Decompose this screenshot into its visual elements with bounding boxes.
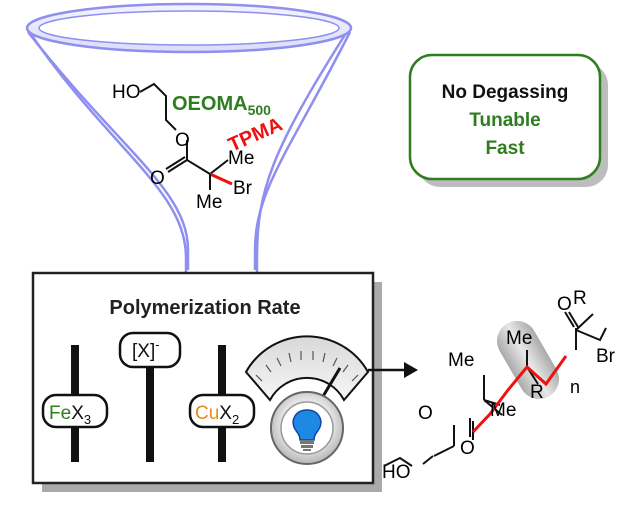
rate-panel: Polymerization Rate FeX3 [X]- CuX2 (31, 271, 382, 492)
funnel-body-left (26, 29, 188, 272)
product-gem-methyl-top: Me (448, 350, 474, 371)
funnel-body-right (255, 29, 350, 272)
funnel-rim-inner (38, 10, 340, 46)
monomer-label: OEOMA500 (172, 93, 271, 118)
funnel-body (27, 31, 352, 270)
product-ester-link-o-label: O (418, 403, 433, 424)
product-ester-r-label: R (573, 288, 587, 309)
initiator-carbonyl-o-label: O (150, 168, 165, 189)
copper-slider-knob[interactable] (188, 393, 256, 429)
halide-slider[interactable]: [X]- (118, 331, 182, 462)
initiator-structure: HO O O Me Br Me OEOMA500 TPMA (112, 82, 286, 213)
feature-fast: Fast (485, 138, 525, 159)
initiator-ester-o-label: O (175, 130, 190, 151)
product-bromo-label: Br (596, 346, 616, 367)
iron-slider-knob[interactable] (41, 393, 109, 429)
initiator-methyl-bottom-label: Me (196, 192, 222, 213)
copper-slider[interactable]: CuX2 (188, 345, 256, 462)
dial-ticks (255, 351, 359, 382)
copper-subscript: 2 (232, 412, 239, 427)
ligand-label: TPMA (225, 113, 286, 156)
features-box: No Degassing Tunable Fast (408, 53, 608, 187)
polymer-backbone-red (471, 355, 568, 434)
halide-label: [X]- (132, 337, 160, 362)
reaction-arrow (368, 362, 418, 378)
dial-needle (320, 367, 342, 399)
product-side-r-label: R (530, 382, 544, 403)
initiator-methyl-top-label: Me (228, 148, 254, 169)
dial-face (244, 335, 370, 402)
halide-slider-knob[interactable] (118, 331, 182, 369)
product-methyl-label: Me (506, 328, 532, 349)
features-box-frame (408, 53, 602, 181)
initiator-bromo-label: Br (233, 178, 253, 199)
feature-no-degassing: No Degassing (442, 82, 569, 103)
product-hydroxyl-label: HO (382, 462, 411, 483)
light-dial[interactable] (244, 335, 370, 465)
product-ester-o-label: O (557, 294, 572, 315)
product-carbonyl-o-label: O (460, 438, 475, 459)
funnel (25, 2, 353, 272)
iron-subscript: 3 (84, 412, 91, 427)
product-gem-methyl-bottom: Me (490, 400, 516, 421)
rate-panel-title: Polymerization Rate (109, 297, 300, 319)
iron-slider[interactable]: FeX3 (41, 345, 109, 462)
product-n-label: n (570, 377, 580, 397)
initiator-hydroxyl-label: HO (112, 82, 141, 103)
polymer-product: O R Me Br R n Me Me O O HO (382, 288, 616, 483)
monomer-subscript: 500 (248, 102, 272, 118)
carbon-bromine-bond (209, 172, 233, 186)
halide-superscript: - (155, 337, 159, 352)
copper-label: CuX2 (195, 403, 239, 427)
initiator-bonds (139, 82, 229, 175)
lightbulb-icon (292, 409, 322, 451)
iron-label: FeX3 (49, 403, 91, 427)
feature-tunable: Tunable (469, 110, 540, 131)
